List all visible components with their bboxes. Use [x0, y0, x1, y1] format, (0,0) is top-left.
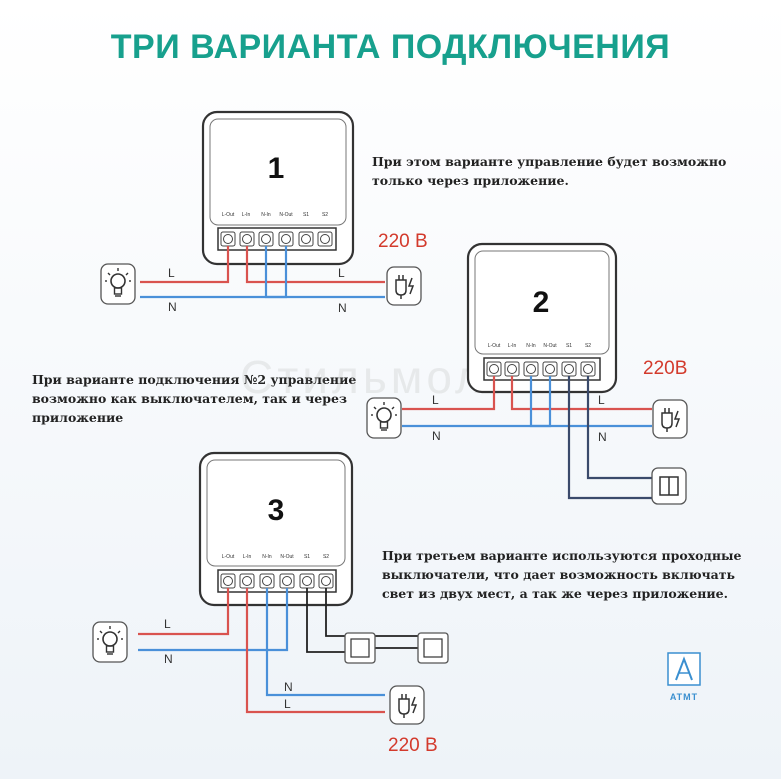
module-1-terminal-s1: S1: [303, 212, 309, 218]
module-1-terminal-l-in: L-In: [242, 212, 251, 218]
module-2-terminal-s2: S2: [585, 343, 591, 349]
module-1-neutral-label-left: N: [168, 300, 177, 314]
module-3-neutral-label-left: N: [164, 652, 173, 666]
module-1-terminal-n-in: N-In: [261, 212, 271, 218]
module-3-wires: L N N L: [138, 588, 438, 714]
module-3-live-label-left: L: [164, 617, 171, 631]
module-2-number: 2: [533, 286, 550, 319]
module-2-terminal-l-out: L-Out: [488, 343, 501, 349]
socket-2-icon: [652, 399, 688, 439]
module-2-terminal-n-out: N-Out: [543, 343, 557, 349]
wall-switch-icon: [651, 467, 687, 505]
voltage-label-2: 220В: [643, 358, 688, 379]
module-1: 1 L-Out L-In N-In N-Out S1 S2: [201, 110, 355, 266]
logo-text: ATMT: [670, 692, 698, 702]
module-2-neutral-label-right: N: [598, 430, 607, 444]
pass-through-switch-1-icon: [344, 632, 376, 664]
module-2-live-label-left: L: [432, 393, 439, 407]
module-3-neutral-label-bottom: N: [284, 680, 293, 694]
module-3-terminal-n-in: N-In: [262, 554, 272, 560]
module-1-live-label-right: L: [338, 266, 345, 280]
voltage-label-1: 220 В: [378, 231, 428, 252]
module-3-number: 3: [268, 494, 285, 527]
module-2: 2 L-Out L-In N-In N-Out S1 S2: [466, 242, 618, 394]
page-title: ТРИ ВАРИАНТА ПОДКЛЮЧЕНИЯ: [110, 28, 671, 66]
module-3-terminal-s1: S1: [304, 554, 310, 560]
module-3: 3 L-Out L-In N-In N-Out S1 S2: [198, 451, 354, 607]
module-2-live-label-right: L: [598, 393, 605, 407]
lamp-2-icon: [366, 397, 402, 439]
module-1-wires: L N L N: [140, 246, 385, 315]
variant-3-note: При третьем варианте используются проход…: [382, 548, 742, 601]
voltage-label-3: 220 В: [388, 735, 438, 756]
module-2-terminal-s1: S1: [566, 343, 572, 349]
watermark: Стильмола: [240, 351, 516, 403]
lamp-1-icon: [100, 263, 136, 305]
module-3-terminal-l-out: L-Out: [222, 554, 235, 560]
variant-1-note: При этом варианте управление будет возмо…: [372, 154, 727, 188]
module-3-terminal-l-in: L-In: [243, 554, 252, 560]
lamp-3-icon: [92, 621, 128, 663]
module-2-terminal-l-in: L-In: [508, 343, 517, 349]
socket-1-icon: [386, 266, 422, 306]
socket-3-icon: [389, 685, 425, 725]
module-2-wires: L N L N: [402, 376, 652, 500]
module-2-neutral-label-left: N: [432, 429, 441, 443]
variant-2-note: При варианте подключения №2 управление в…: [32, 372, 357, 425]
module-1-terminal-s2: S2: [322, 212, 328, 218]
module-3-terminal-n-out: N-Out: [280, 554, 294, 560]
module-3-live-label-bottom: L: [284, 697, 291, 711]
module-2-terminal-n-in: N-In: [526, 343, 536, 349]
module-3-terminal-s2: S2: [323, 554, 329, 560]
module-1-neutral-label-right: N: [338, 301, 347, 315]
atmt-logo-icon: ATMT: [667, 652, 701, 702]
module-1-terminal-l-out: L-Out: [222, 212, 235, 218]
module-1-terminal-n-out: N-Out: [279, 212, 293, 218]
module-1-live-label-left: L: [168, 266, 175, 280]
module-1-number: 1: [268, 152, 285, 185]
pass-through-switch-2-icon: [417, 632, 449, 664]
